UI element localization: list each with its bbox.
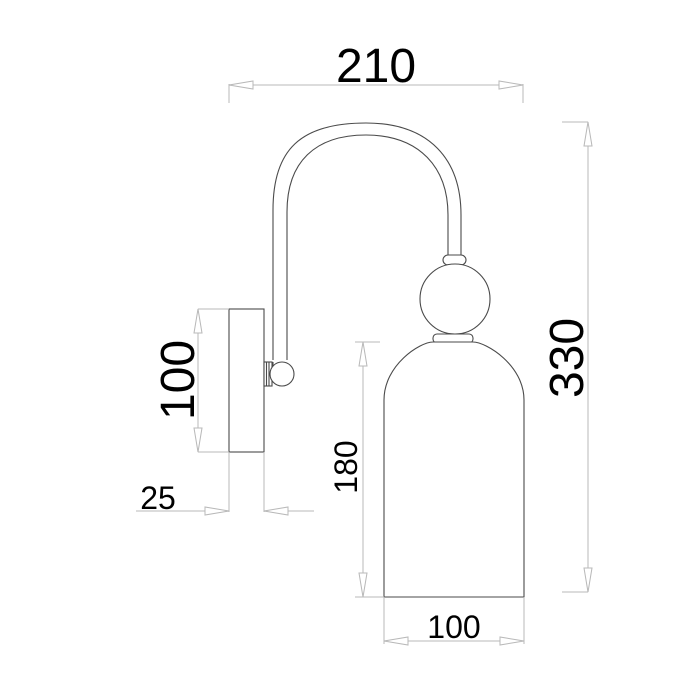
arm-inner xyxy=(286,134,449,360)
dimension-shade-width: 100 xyxy=(383,597,525,646)
lamp-body xyxy=(228,122,525,598)
wall-backplate xyxy=(228,308,265,453)
shade-height-label: 180 xyxy=(328,440,364,493)
arm-joint xyxy=(263,361,295,387)
shade-width-label: 100 xyxy=(427,609,480,645)
backplate-height-label: 100 xyxy=(152,340,205,420)
lamp-shade xyxy=(383,341,525,598)
dimension-backplate-height: 100 xyxy=(152,308,229,453)
dimension-shade-height: 180 xyxy=(328,341,384,598)
overall-width-label: 210 xyxy=(336,40,416,93)
backplate-depth-label: 25 xyxy=(140,480,176,516)
dimension-overall-height: 330 xyxy=(541,121,594,593)
dimension-backplate-depth: 25 xyxy=(136,452,314,516)
decorative-sphere xyxy=(419,263,491,335)
arm-outer xyxy=(272,122,462,360)
dimension-overall-width: 210 xyxy=(228,40,524,103)
overall-height-label: 330 xyxy=(541,318,594,398)
